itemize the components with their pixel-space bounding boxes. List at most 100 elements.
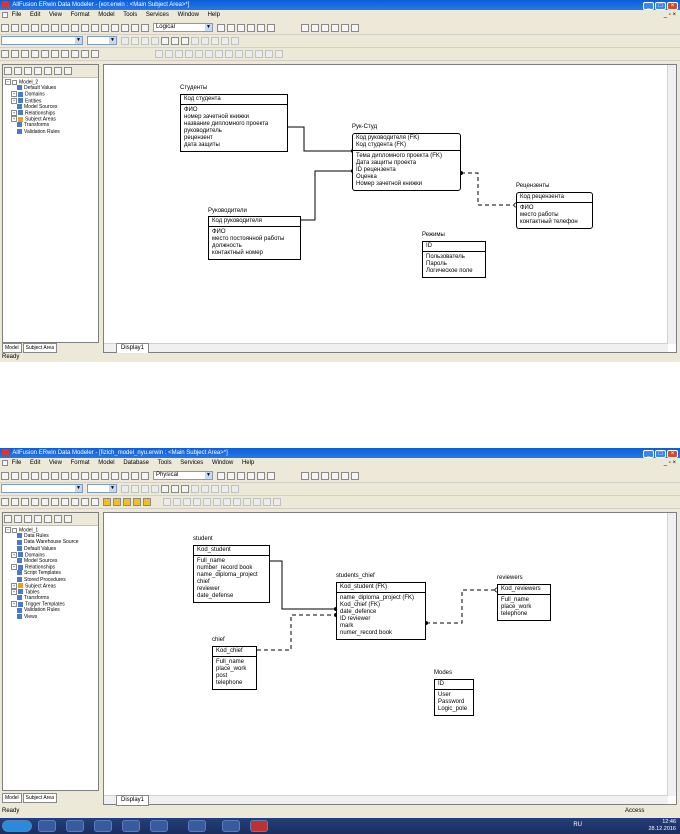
view-mode-select[interactable]: Logical▼ [152,23,213,32]
align-tool-icon[interactable] [164,50,173,58]
tree-item[interactable]: +Trigger Templates [11,601,65,608]
zoom-in-icon[interactable] [101,24,109,32]
category-tool-icon[interactable] [236,24,245,32]
align-center-icon[interactable] [200,37,209,45]
chrome-icon[interactable] [94,820,112,832]
filter-icon[interactable] [31,50,39,58]
tab-subject-area[interactable]: Subject Area [22,793,57,803]
align-tool-icon[interactable] [212,498,221,506]
font-size-select[interactable]: ▼ [86,484,117,493]
pointer-icon[interactable] [61,24,69,32]
tree-item[interactable]: Validation Rules [5,129,60,135]
zoom-window-icon[interactable] [131,472,139,480]
model-icon[interactable] [141,472,149,480]
undo-icon[interactable] [81,472,89,480]
database-icon[interactable] [122,498,131,506]
database-icon[interactable] [132,498,141,506]
delete-icon[interactable] [34,67,42,75]
language-indicator[interactable]: RU [573,822,582,828]
database-icon[interactable] [112,498,121,506]
tab-model[interactable]: Model [2,793,22,803]
expand-icon[interactable]: + [11,116,17,123]
nonidentifying-icon[interactable] [266,24,275,32]
tab-display1[interactable]: Display1 [116,795,150,806]
expand-icon[interactable]: + [11,601,17,608]
relationship-line[interactable] [257,614,336,651]
tree-item[interactable]: Script Templates [5,570,79,576]
tree-item[interactable]: +Domains [11,551,45,559]
explorer-icon[interactable] [4,67,12,75]
entity-box[interactable]: Код руководителя ФИО место постоянной ра… [208,216,301,260]
align-tool-icon[interactable] [262,498,271,506]
align-tool-icon[interactable] [244,50,253,58]
tree-item[interactable]: Default Values [5,85,60,91]
font-name-select[interactable]: ▼ [1,484,83,493]
expand-icon[interactable]: + [11,551,17,558]
align-tool-icon[interactable] [202,498,211,506]
relationship-line[interactable] [270,560,336,610]
tree-item[interactable]: Model Sources [5,104,60,110]
page-icon[interactable] [71,24,79,32]
expand-icon[interactable]: + [11,564,17,571]
italic-icon[interactable] [130,37,139,45]
report-icon[interactable] [41,472,49,480]
diagram-canvas[interactable]: Display1 Студенты Код студента ФИО номер… [103,64,677,354]
report-icon[interactable] [81,50,89,58]
line-color-icon[interactable] [180,485,189,493]
word-icon[interactable] [188,820,206,832]
line-icon[interactable] [330,24,339,32]
network-app-icon[interactable] [222,820,240,832]
expand-icon[interactable]: + [11,109,17,116]
underline-icon[interactable] [140,485,149,493]
firefox-icon[interactable] [150,820,168,832]
same-size-icon[interactable] [230,37,239,45]
print-icon[interactable] [31,472,39,480]
minimize-button[interactable]: _ [643,450,654,458]
explorer-icon[interactable] [14,515,22,523]
tree-item[interactable]: Data Rules [5,533,79,539]
maximize-button[interactable]: □ [655,450,666,458]
start-button[interactable] [2,820,32,832]
relationship-line[interactable] [426,589,497,624]
entity-box[interactable]: ID User Password Logic_pole [434,679,474,716]
align-right-icon[interactable] [210,37,219,45]
vertical-scrollbar[interactable] [667,513,676,796]
menu-window[interactable]: Window [177,12,199,18]
rectangle-icon[interactable] [300,24,309,32]
text-tool-icon[interactable] [350,472,359,480]
close-button[interactable]: × [667,2,678,10]
filter-icon[interactable] [31,498,39,506]
expand-icon[interactable]: + [11,582,17,589]
report-icon[interactable] [41,24,49,32]
zoom-fit-icon[interactable] [121,472,129,480]
tab-model[interactable]: Model [2,343,22,353]
rounded-rect-icon[interactable] [310,24,319,32]
menu-services[interactable]: Services [180,460,204,466]
browser-icon[interactable] [91,498,99,506]
horizontal-scrollbar[interactable] [104,343,668,352]
align-tool-icon[interactable] [174,50,183,58]
expand-icon[interactable]: + [11,97,17,104]
collapse-icon[interactable]: − [5,79,11,85]
table-icon[interactable] [61,50,69,58]
entity-box[interactable]: Код рецензента ФИО место работы контактн… [516,192,593,229]
menu-edit[interactable]: Edit [30,460,41,466]
entity-box[interactable]: Kod_student (FK) name_diploma_project (F… [336,582,426,640]
menu-file[interactable]: File [11,12,22,18]
entity-box[interactable]: Kod_reviewers Full_name place_work telep… [497,584,551,621]
expand-icon[interactable]: + [11,588,17,595]
font-name-select[interactable]: ▼ [1,36,83,45]
align-tool-icon[interactable] [162,498,171,506]
minimize-button[interactable]: _ [643,2,654,10]
tree-item[interactable]: Transforms [5,595,79,601]
ellipse-icon[interactable] [320,24,329,32]
select-tool-icon[interactable] [216,472,225,480]
tree-item[interactable]: +Tables [11,588,40,596]
tree-item[interactable]: Validation Rules [5,607,79,613]
polygon-icon[interactable] [340,24,349,32]
view-relationship-icon[interactable] [266,472,275,480]
open-icon[interactable] [11,24,19,32]
menu-format[interactable]: Format [70,12,90,18]
save-icon[interactable] [21,472,29,480]
subject-area-icon[interactable] [1,498,9,506]
